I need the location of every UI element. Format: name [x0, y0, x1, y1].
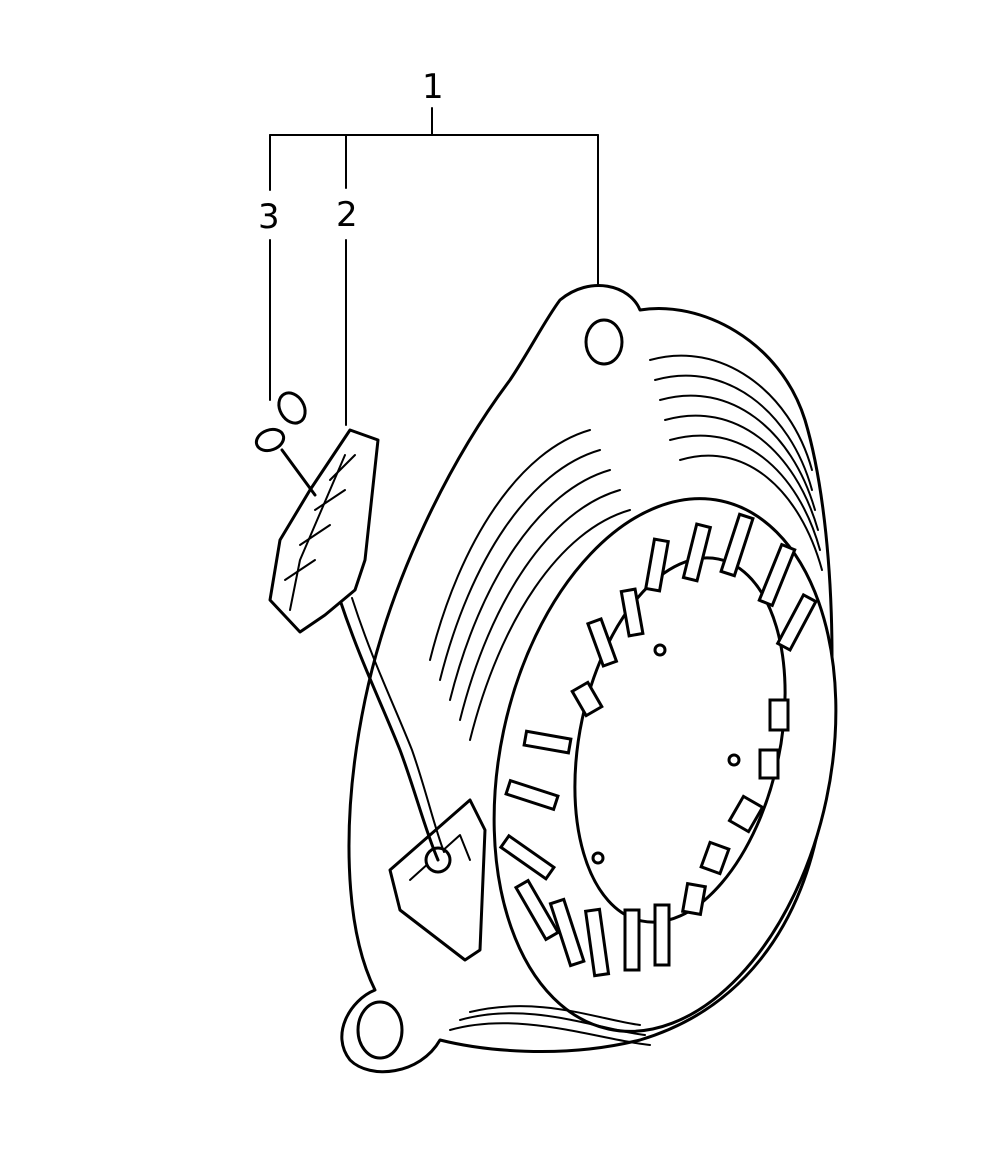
vent-slots — [498, 512, 818, 978]
rivet-hole — [727, 753, 741, 767]
rope-knot — [254, 391, 317, 497]
side-ribs-top — [649, 354, 823, 571]
callout-3-label: 3 — [258, 197, 280, 237]
housing-rim-lines — [429, 429, 631, 741]
side-ribs-bottom — [449, 1005, 651, 1046]
bottom-mount-hole — [356, 1000, 404, 1060]
top-mount-hole — [584, 318, 624, 366]
callout-1-label: 1 — [422, 67, 444, 107]
starter-housing — [340, 284, 838, 1074]
callout-leader-lines — [269, 107, 599, 426]
rivet-hole — [591, 851, 605, 865]
starter-rope — [338, 597, 445, 862]
rivet-hole — [653, 643, 667, 657]
starter-handle — [268, 428, 380, 634]
callout-2-label: 2 — [336, 195, 358, 235]
